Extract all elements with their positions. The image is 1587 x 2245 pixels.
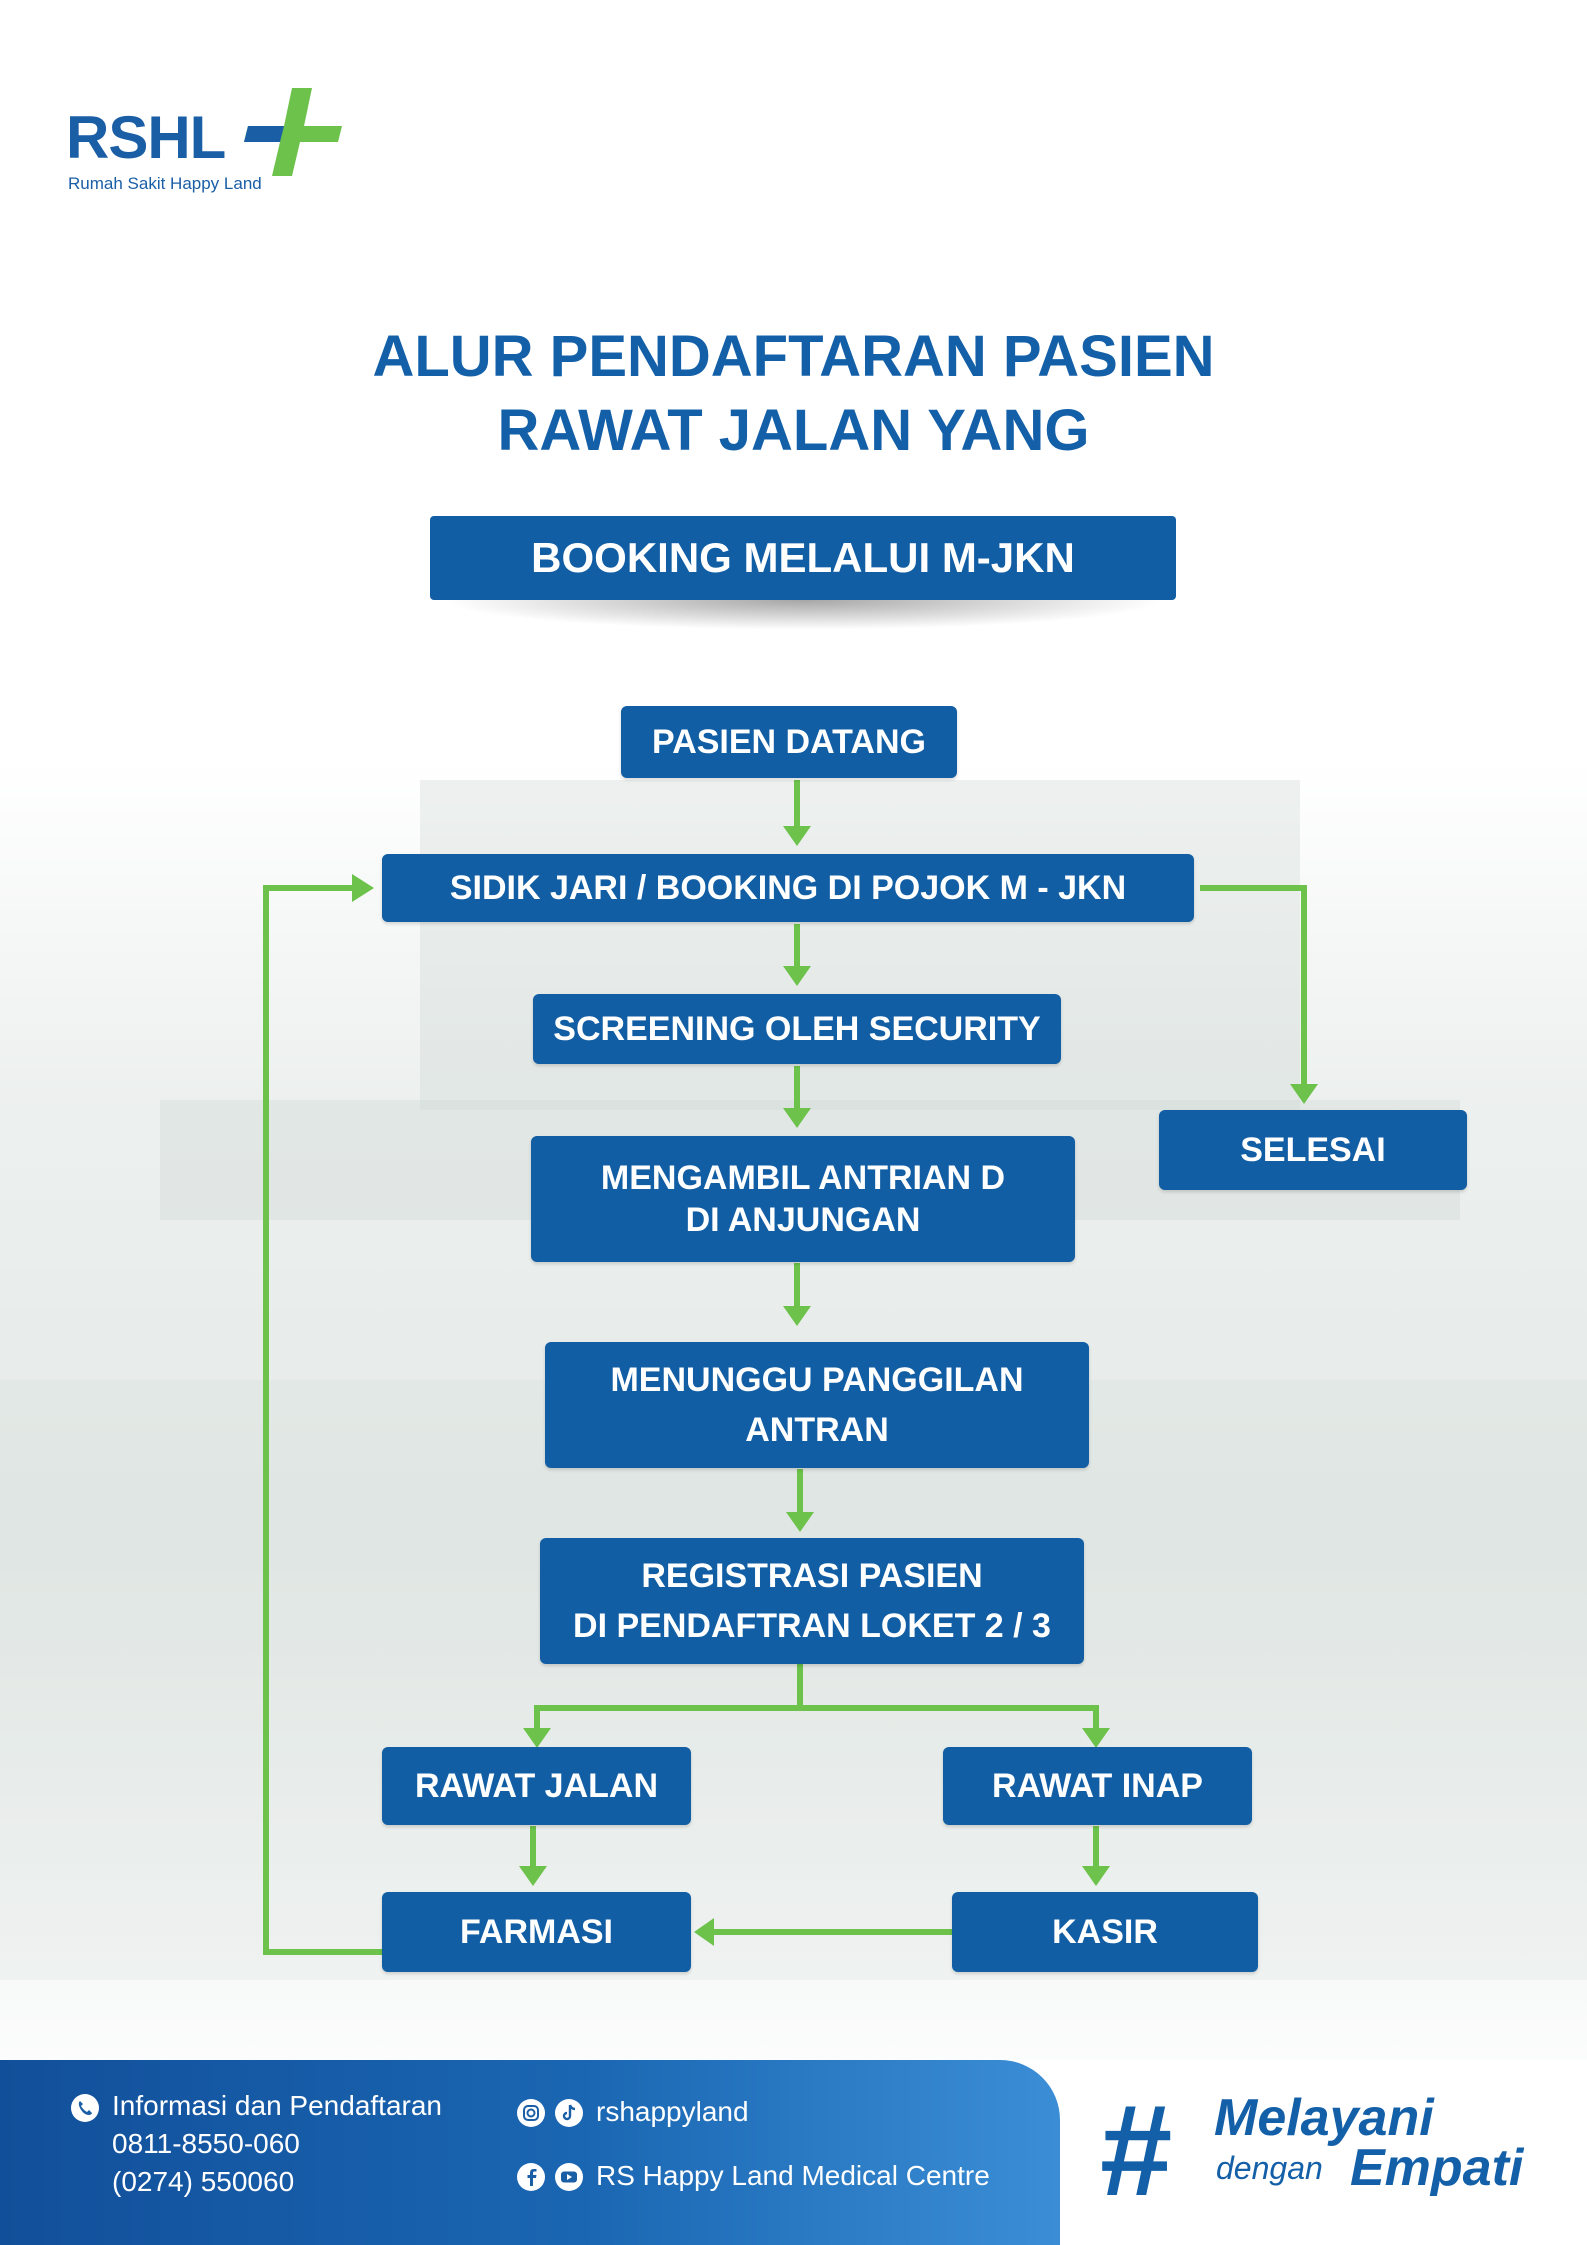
page-title-line2: RAWAT JALAN YANG: [497, 398, 1090, 463]
step-label-line1: MENUNGGU PANGGILAN: [610, 1361, 1024, 1399]
social-page-name[interactable]: RS Happy Land Medical Centre: [596, 2160, 990, 2191]
step-label-line2: DI PENDAFTRAN LOKET 2 / 3: [573, 1607, 1051, 1645]
step-rawat-jalan: RAWAT JALAN: [382, 1747, 691, 1825]
info-label: Informasi dan Pendaftaran: [112, 2090, 442, 2121]
step-label-line1: MENGAMBIL ANTRIAN D: [600, 1159, 1006, 1197]
step-label: KASIR: [1052, 1913, 1158, 1951]
footer-contact-panel: [0, 2060, 1060, 2245]
phone-number-2[interactable]: (0274) 550060: [112, 2166, 295, 2197]
step-pasien-datang: PASIEN DATANG: [621, 706, 957, 778]
step-label: SCREENING OLEH SECURITY: [553, 1010, 1041, 1048]
step-label: SIDIK JARI / BOOKING DI POJOK M - JKN: [449, 869, 1127, 907]
step-screening: SCREENING OLEH SECURITY: [533, 994, 1061, 1064]
footer-tagline-panel: [1060, 2060, 1587, 2245]
step-registrasi: REGISTRASI PASIEN DI PENDAFTRAN LOKET 2 …: [540, 1538, 1084, 1664]
cross-logo-icon: [244, 88, 342, 176]
page-title-line1: ALUR PENDAFTARAN PASIEN: [372, 324, 1215, 389]
phone-number-1[interactable]: 0811-8550-060: [112, 2128, 300, 2159]
step-label: FARMASI: [460, 1913, 613, 1951]
step-farmasi: FARMASI: [382, 1892, 691, 1972]
step-mengambil-antrian: MENGAMBIL ANTRIAN D DI ANJUNGAN: [531, 1136, 1075, 1262]
subtitle-shadow: [440, 600, 1166, 630]
tagline-dengan: dengan: [1216, 2150, 1323, 2186]
logo-name: RSHL: [66, 104, 226, 171]
step-label: SELESAI: [1240, 1131, 1386, 1169]
facebook-icon[interactable]: [516, 2162, 546, 2192]
step-label: RAWAT INAP: [992, 1767, 1203, 1805]
step-label-line1: REGISTRASI PASIEN: [641, 1557, 983, 1595]
phone-icon: [71, 2094, 99, 2122]
social-handle[interactable]: rshappyland: [596, 2096, 749, 2127]
step-selesai: SELESAI: [1159, 1110, 1467, 1190]
step-label-line2: DI ANJUNGAN: [685, 1201, 921, 1239]
step-menunggu-panggilan: MENUNGGU PANGGILAN ANTRAN: [545, 1342, 1089, 1468]
step-label: RAWAT JALAN: [414, 1767, 659, 1805]
tagline-melayani: Melayani: [1214, 2089, 1434, 2147]
logo-tagline: Rumah Sakit Happy Land: [68, 174, 262, 193]
youtube-icon[interactable]: [554, 2162, 584, 2192]
tiktok-icon[interactable]: [554, 2098, 584, 2128]
step-rawat-inap: RAWAT INAP: [943, 1747, 1252, 1825]
subtitle-banner: BOOKING MELALUI M-JKN: [430, 516, 1176, 600]
step-label-line2: ANTRAN: [745, 1411, 889, 1449]
instagram-icon[interactable]: [516, 2098, 546, 2128]
logo: RSHL Rumah Sakit Happy Land: [66, 86, 342, 196]
step-sidik-jari: SIDIK JARI / BOOKING DI POJOK M - JKN: [382, 854, 1194, 922]
hashtag-symbol: #: [1100, 2077, 1173, 2223]
background-shape: [0, 1380, 1587, 1980]
step-kasir: KASIR: [952, 1892, 1258, 1972]
step-label: PASIEN DATANG: [652, 723, 926, 761]
tagline-empati: Empati: [1350, 2139, 1524, 2197]
